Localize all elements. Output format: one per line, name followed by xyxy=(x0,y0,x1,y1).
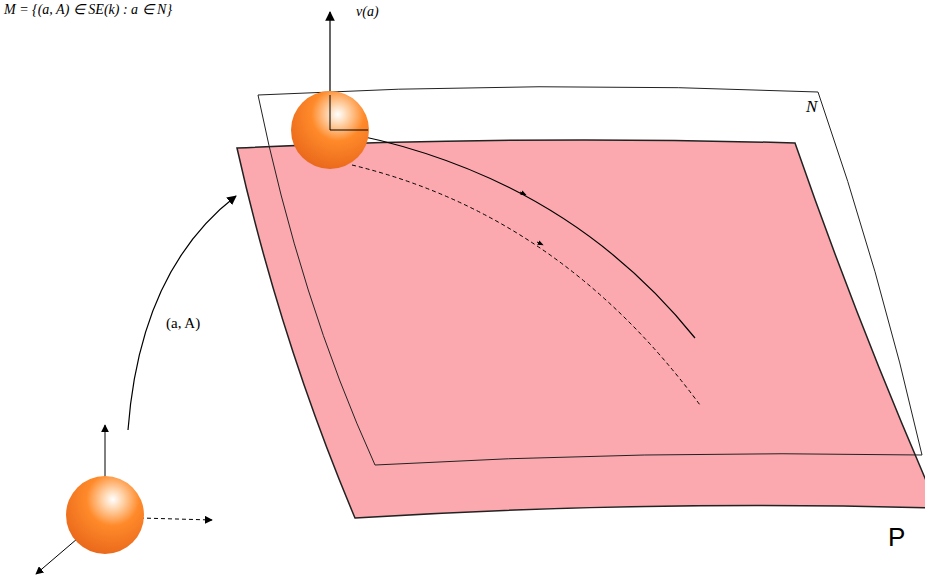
normal-axis xyxy=(329,12,330,130)
region-label: N xyxy=(806,97,817,117)
sphere xyxy=(66,476,144,554)
neighbourhood-outline xyxy=(258,87,922,465)
set-definition: M = {(a, A) ∈ SE(k) : a ∈ N} xyxy=(4,2,172,19)
normal-label: ν(a) xyxy=(356,4,379,21)
trajectory xyxy=(330,130,695,338)
sphere xyxy=(291,91,369,169)
trajectory-arrow xyxy=(520,192,524,194)
surface-label: P xyxy=(888,522,905,553)
surface xyxy=(237,140,925,518)
transform-label: (a, A) xyxy=(166,314,200,332)
axis xyxy=(330,95,331,130)
trajectory-dashed xyxy=(352,165,700,405)
trajectory-arrow xyxy=(537,242,541,244)
transform-arrow xyxy=(128,196,236,430)
axis xyxy=(330,130,368,131)
